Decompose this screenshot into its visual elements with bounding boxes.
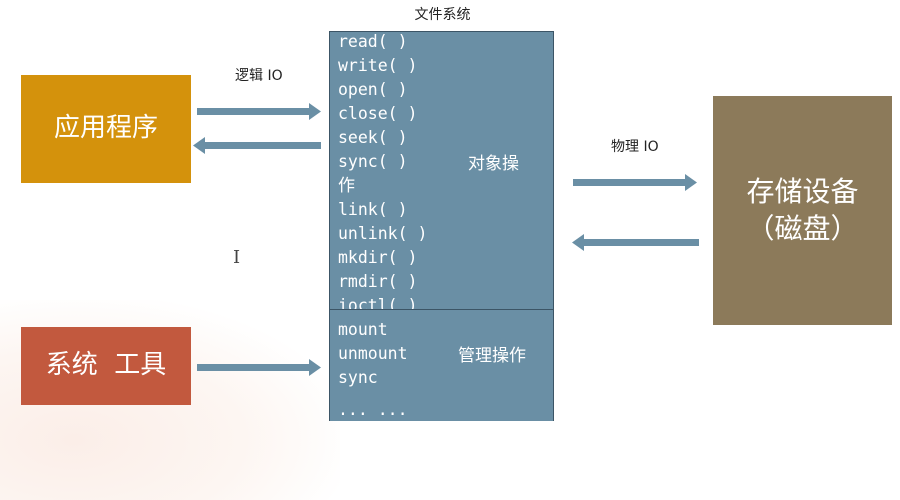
object-op-item: read( )	[338, 32, 408, 51]
management-op-item: unmount	[338, 344, 408, 363]
management-op-item: mount	[338, 320, 388, 339]
file-system-title: 文件系统	[414, 7, 471, 23]
storage-device-label: 存储设备 （磁盘）	[746, 175, 859, 245]
management-operations-label: 管理操作	[458, 346, 526, 366]
arrow-fs-to-app	[193, 137, 321, 154]
object-op-item: link( )	[338, 200, 408, 219]
object-op-item: seek( )	[338, 128, 408, 147]
object-op-item: unlink( )	[338, 224, 428, 243]
object-op-item: 作	[338, 176, 355, 196]
management-op-item: sync	[338, 368, 378, 387]
system-tools-box: 系统 工具	[21, 327, 191, 405]
arrow-fs-to-storage	[573, 174, 697, 191]
arrow-storage-to-fs	[572, 234, 699, 251]
object-op-item: sync( )	[338, 152, 408, 171]
arrows-layer	[193, 103, 699, 376]
application-box: 应用程序	[21, 75, 191, 183]
object-op-item: mkdir( )	[338, 248, 418, 267]
file-system-box: read( ) write( ) open( ) close( ) seek( ) syn…	[329, 31, 554, 421]
object-op-item: write( )	[338, 56, 418, 75]
physical-io-label: 物理 IO	[611, 139, 659, 155]
object-op-item: close( )	[338, 104, 418, 123]
arrow-app-to-fs	[197, 103, 321, 120]
management-op-item: ... ...	[338, 400, 408, 419]
storage-device-box: 存储设备 （磁盘）	[713, 96, 892, 325]
arrow-tools-to-fs	[197, 359, 321, 376]
object-op-item: open( )	[338, 80, 408, 99]
text-cursor-icon: I	[233, 247, 241, 268]
section-divider	[330, 309, 553, 310]
object-op-item: rmdir( )	[338, 272, 418, 291]
object-operations-label: 对象操	[468, 154, 519, 174]
logical-io-label: 逻辑 IO	[235, 68, 283, 84]
object-op-item: ioctl( )	[338, 296, 418, 310]
